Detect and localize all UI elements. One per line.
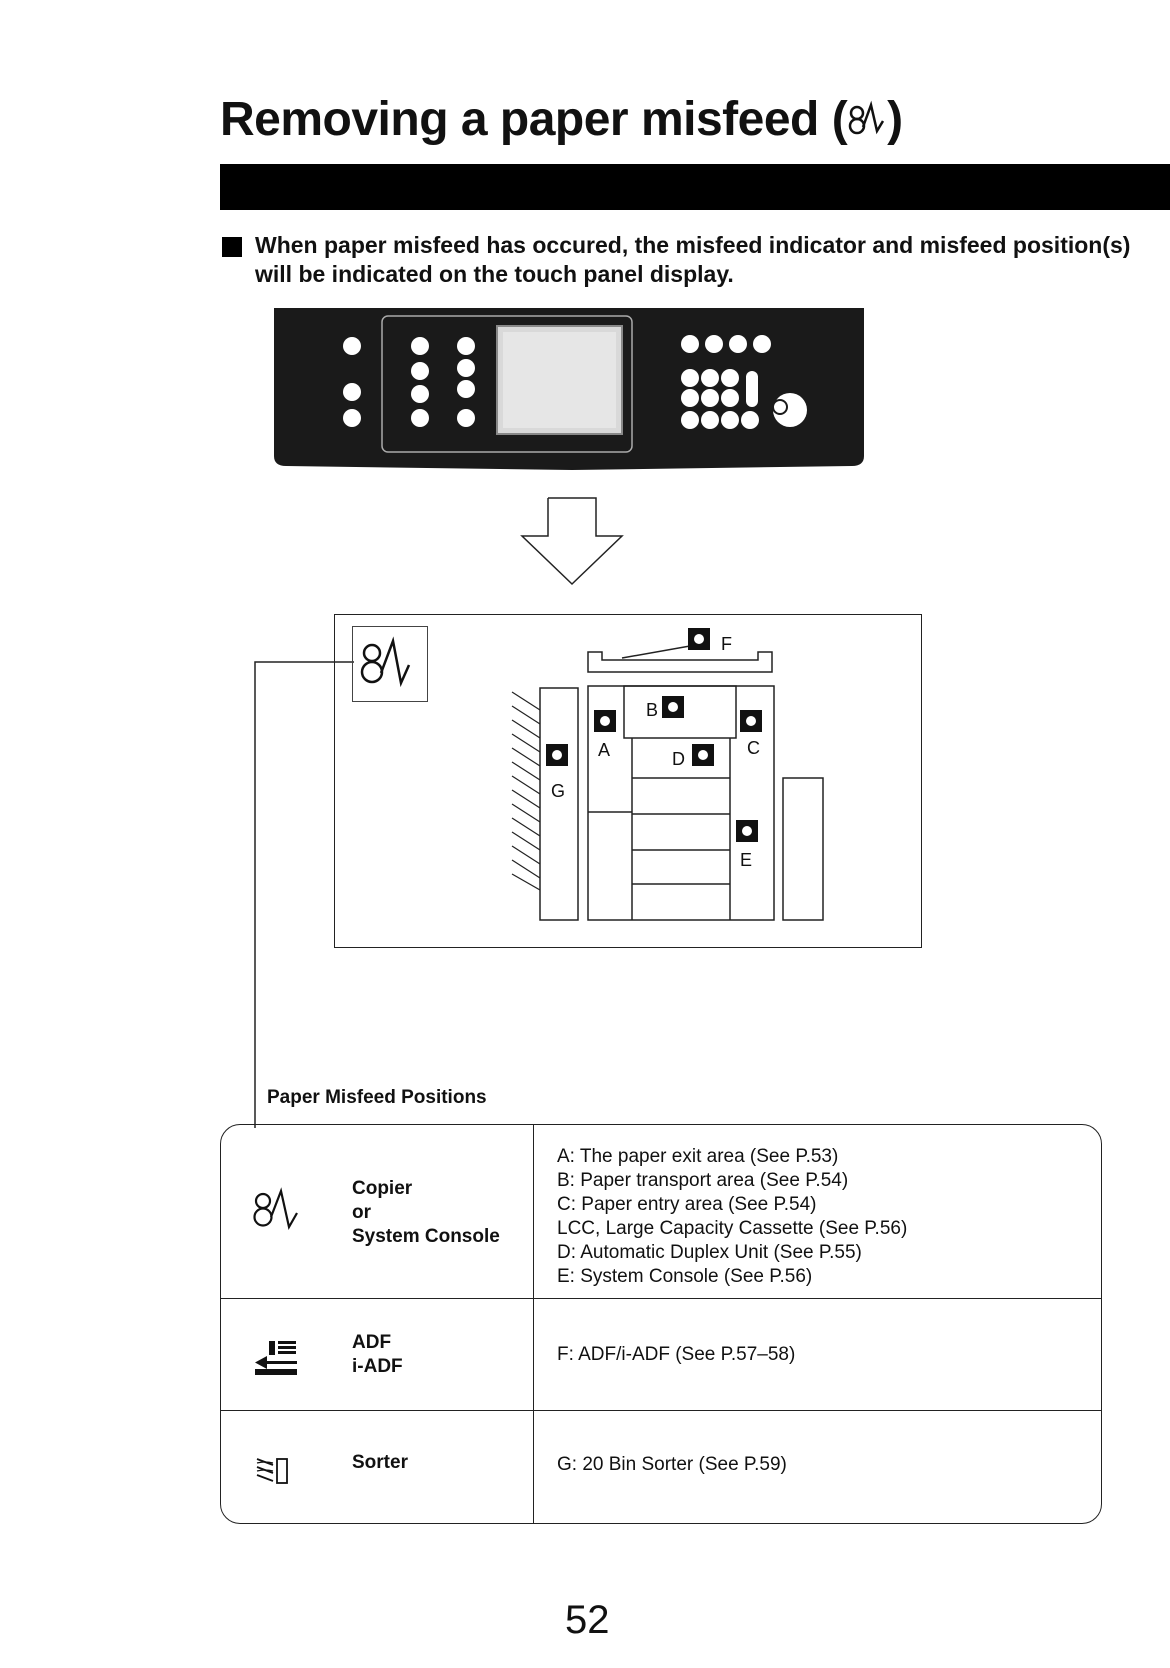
jam-lamp-a bbox=[594, 710, 616, 732]
misfeed-icon bbox=[253, 1187, 298, 1231]
misfeed-icon bbox=[848, 100, 885, 135]
misfeed-icon bbox=[360, 636, 411, 688]
jam-lamp-e bbox=[736, 820, 758, 842]
misfeed-indicator bbox=[352, 626, 428, 702]
row-name: Copier or System Console bbox=[352, 1178, 500, 1247]
position-label-b: B bbox=[646, 700, 659, 720]
sorter-icon bbox=[256, 1458, 288, 1484]
row-name: ADF i-ADF bbox=[352, 1332, 403, 1377]
row-description: F: ADF/i-ADF (See P.57–58) bbox=[557, 1344, 796, 1365]
jam-lamp-g bbox=[546, 744, 568, 766]
row-description: A: The paper exit area (See P.53) B: Pap… bbox=[557, 1146, 908, 1287]
column-divider bbox=[533, 1125, 534, 1523]
position-label-c: C bbox=[747, 738, 760, 758]
table-row: Sorter G: 20 Bin Sorter (See P.59) bbox=[221, 1411, 1101, 1523]
connector-line bbox=[254, 661, 354, 1128]
jam-lamp-f bbox=[688, 628, 710, 650]
adf-icon bbox=[255, 1341, 297, 1375]
position-label-e: E bbox=[740, 850, 753, 870]
position-label-a: A bbox=[598, 740, 611, 760]
misfeed-diagram bbox=[334, 614, 922, 948]
jam-lamp-d bbox=[692, 744, 714, 766]
down-arrow-icon bbox=[520, 497, 624, 586]
title-band bbox=[220, 164, 1170, 210]
table-row: ADF i-ADF F: ADF/i-ADF (See P.57–58) bbox=[221, 1299, 1101, 1411]
intro-text: When paper misfeed has occured, the misf… bbox=[255, 232, 1131, 287]
page-number: 52 bbox=[565, 1598, 610, 1642]
position-label-g: G bbox=[551, 781, 566, 801]
table-row: Copier or System Console A: The paper ex… bbox=[221, 1125, 1101, 1299]
bullet-square bbox=[222, 237, 242, 257]
table-caption: Paper Misfeed Positions bbox=[267, 1087, 487, 1108]
row-description: G: 20 Bin Sorter (See P.59) bbox=[557, 1454, 787, 1475]
jam-lamp-c bbox=[740, 710, 762, 732]
position-label-d: D bbox=[672, 749, 685, 769]
control-panel-illustration bbox=[274, 308, 864, 470]
page-title: Removing a paper misfeed () bbox=[220, 93, 903, 146]
row-name: Sorter bbox=[352, 1452, 408, 1473]
jam-lamp-b bbox=[662, 696, 684, 718]
misfeed-positions-table: Copier or System Console A: The paper ex… bbox=[220, 1124, 1102, 1524]
machine-schematic bbox=[511, 628, 824, 921]
position-label-f: F bbox=[721, 634, 732, 654]
